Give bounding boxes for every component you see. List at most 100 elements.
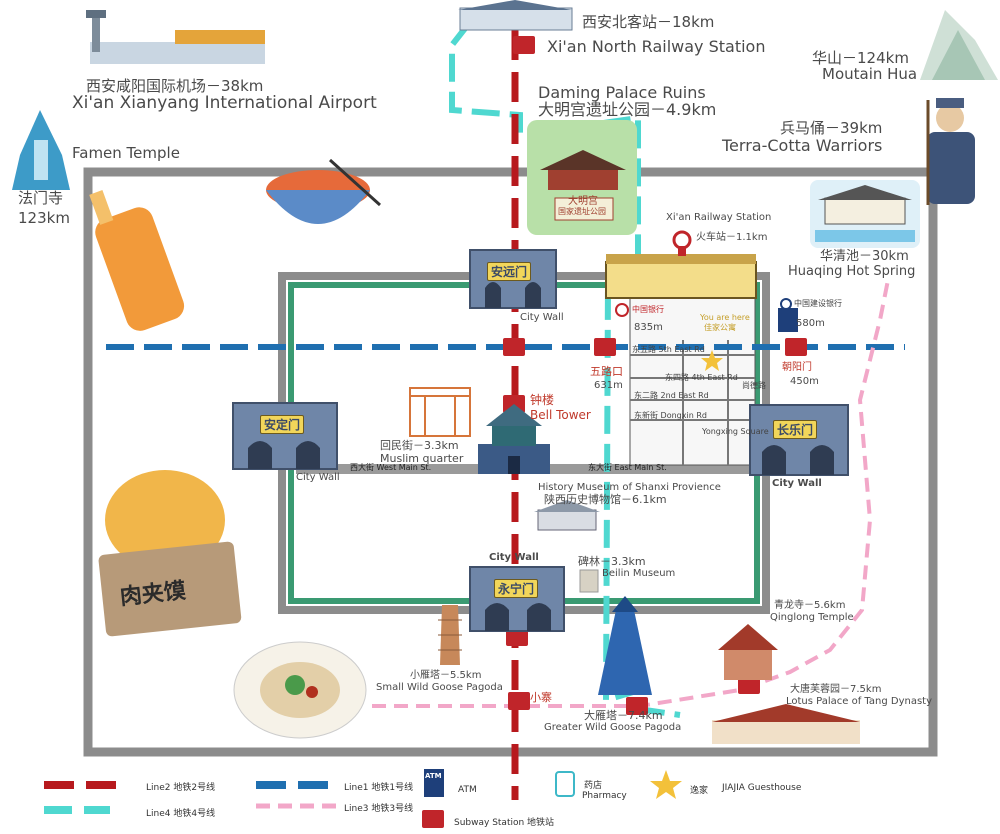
- north-station-en: Xi'an North Railway Station: [547, 37, 766, 56]
- daming-sign-2: 国家遗址公园: [558, 207, 606, 216]
- legend-subway-station: Subway Station 地铁站: [454, 818, 555, 828]
- boc-label: 中国银行: [632, 305, 664, 314]
- legend-atm: ATM: [458, 785, 477, 795]
- legend-line3: Line3 地铁3号线: [344, 804, 414, 814]
- station-qinglong: [738, 676, 760, 694]
- muslim-cn: 回民街－3.3km: [380, 439, 459, 452]
- bell-tower-illustration: [478, 404, 550, 474]
- beilin-illustration: [579, 569, 599, 593]
- terracotta-warrior-illustration: [926, 98, 975, 205]
- north-station-cn: 西安北客站－18km: [582, 13, 715, 31]
- drink-bottle-illustration: [89, 190, 185, 331]
- city-wall-north: City Wall: [520, 312, 564, 323]
- yongxing-square: Yongxing Square: [702, 427, 769, 436]
- east-5th-rd-label: 东五路 5th East Rd: [632, 345, 705, 354]
- huaqing-en: Huaqing Hot Spring: [788, 264, 916, 279]
- you-are-here: You are here: [700, 313, 750, 322]
- ccb-sign: [780, 298, 792, 310]
- dayan-en: Greater Wild Goose Pagoda: [544, 722, 682, 733]
- daming-sign-1: 大明宫: [568, 196, 598, 207]
- boc-sign: [615, 303, 629, 317]
- terracotta-cn: 兵马俑－39km: [780, 119, 883, 137]
- history-museum-en: History Museum of Shanxi Provience: [538, 482, 721, 493]
- west-main-street: 西大街 West Main St.: [350, 463, 432, 472]
- great-pagoda-illustration: [598, 596, 652, 695]
- tang-en: Lotus Palace of Tang Dynasty: [786, 696, 933, 707]
- railway-station-illustration: [605, 230, 757, 299]
- station-yongningmen: [506, 628, 528, 646]
- famen-cn: 法门寺: [18, 189, 64, 207]
- station-wulukou: [594, 338, 616, 356]
- wulukou-km: 631m: [594, 380, 623, 391]
- east-2nd-rd-label: 东二路 2nd East Rd: [634, 391, 709, 400]
- daming-en: Daming Palace Ruins: [538, 83, 706, 102]
- ccb-label: 中国建设银行: [794, 299, 842, 308]
- legend-star-icon: [650, 770, 682, 799]
- legend-line1: Line1 地铁1号线: [344, 783, 414, 793]
- changle-gate-label: 长乐门: [773, 420, 818, 439]
- north-station-illustration: [458, 0, 573, 31]
- history-museum-illustration: [534, 500, 600, 531]
- huaqing-illustration: [810, 180, 920, 248]
- huashan-en: Moutain Hua: [822, 65, 918, 83]
- terracotta-en: Terra-Cotta Warriors: [722, 136, 883, 155]
- station-chaoyangmen: [785, 338, 807, 356]
- muslim-quarter-illustration: [409, 387, 471, 437]
- wulukou-cn: 五路口: [590, 365, 623, 378]
- noodles-plate-illustration: [233, 641, 367, 739]
- station-north: [513, 36, 535, 54]
- chaoyang-km: 450m: [790, 376, 819, 387]
- famen-km: 123km: [18, 209, 70, 227]
- legend-station-icon: [422, 810, 444, 828]
- dayan-cn: 大雁塔－7.4km: [584, 709, 663, 722]
- yongning-gate-label: 永宁门: [494, 579, 539, 598]
- roujiamo-illustration: [98, 470, 242, 637]
- daming-cn: 大明宫遗址公园－4.9km: [538, 100, 717, 119]
- bell-tower-en: Bell Tower: [530, 408, 591, 422]
- muslim-en: Muslim quarter: [380, 452, 464, 465]
- tang-cn: 大唐芙蓉园－7.5km: [790, 684, 882, 695]
- famen-temple-illustration: [12, 110, 70, 190]
- tang-palace-illustration: [712, 704, 860, 744]
- qinglong-en: Qinglong Temple: [770, 612, 854, 623]
- shangde-rd-label: 尚德路: [742, 381, 766, 390]
- airport-cn: 西安咸阳国际机场－38km: [86, 77, 264, 95]
- metro-line-4: [449, 20, 681, 718]
- gate-anding: [232, 402, 338, 470]
- outer-ring-road: [83, 167, 938, 757]
- you-are-here-star: [701, 350, 723, 371]
- noodle-bowl-illustration: [266, 158, 382, 224]
- station-dayanta: [626, 697, 648, 715]
- xiaozhai-label: 小寨: [530, 691, 552, 704]
- qinglong-cn: 青龙寺－5.6km: [774, 600, 846, 611]
- gate-changle: [749, 404, 849, 476]
- railway-en: Xi'an Railway Station: [666, 212, 772, 223]
- xiaoyan-en: Small Wild Goose Pagoda: [376, 682, 503, 693]
- airport-illustration: [86, 10, 265, 64]
- small-pagoda-illustration: [438, 605, 462, 665]
- metro-line-3: [372, 279, 890, 708]
- huaqing-cn: 华清池－30km: [820, 249, 909, 264]
- legend-pharmacy-icon: [555, 771, 575, 797]
- city-wall-east: City Wall: [772, 478, 822, 489]
- dongxin-rd-label: 东新街 Dongxin Rd: [634, 411, 707, 420]
- legend-line4: Line4 地铁4号线: [146, 809, 216, 819]
- city-wall-south: City Wall: [489, 552, 539, 563]
- legend-pharmacy-en: Pharmacy: [582, 791, 627, 801]
- neighborhood-map: [629, 284, 756, 466]
- city-wall-west: City Wall: [296, 472, 340, 483]
- beilin-cn: 碑林－3.3km: [578, 555, 646, 568]
- chaoyang-cn: 朝阳门: [782, 362, 812, 373]
- east-main-street: 东大街 East Main St.: [588, 463, 667, 472]
- huashan-cn: 华山－124km: [812, 49, 909, 67]
- ccb-distance: 580m: [796, 318, 825, 329]
- legend-line2: Line2 地铁2号线: [146, 783, 216, 793]
- station-xiaozhai: [508, 692, 530, 710]
- legend-guesthouse-cn: 逸家: [690, 786, 709, 796]
- huashan-illustration: [920, 10, 998, 80]
- atm-sign: [424, 308, 798, 797]
- anding-gate-label: 安定门: [260, 415, 305, 434]
- railway-cn: 火车站－1.1km: [696, 232, 768, 243]
- east-4th-rd-label: 东四路 4th East Rd: [665, 373, 738, 382]
